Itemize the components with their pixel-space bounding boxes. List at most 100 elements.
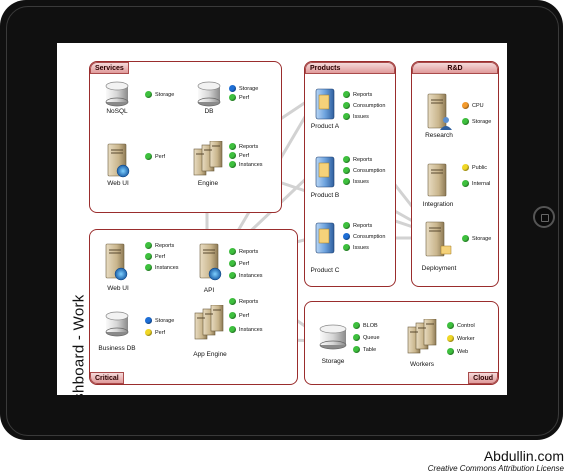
status-label: Reports [353, 223, 373, 229]
cloud-panel-title: Cloud [468, 372, 498, 384]
home-button-icon [541, 214, 549, 222]
integration-node[interactable]: Integration [423, 163, 453, 208]
server-user-icon [427, 93, 452, 130]
status-yellow-icon [145, 329, 152, 337]
server-icon [107, 143, 130, 178]
status-item: Perf [145, 153, 165, 162]
node-label: Business DB [98, 345, 136, 352]
server-icon [199, 243, 222, 281]
database-icon [197, 81, 221, 107]
rnd-panel: R&D [411, 61, 499, 287]
engine-status-list: Reports Perf Instances [229, 143, 263, 170]
api-node[interactable]: API [197, 243, 223, 294]
status-green-icon [447, 322, 454, 330]
tablet-bezel [6, 6, 559, 436]
status-label: Instances [239, 162, 263, 168]
product-c-node[interactable]: Product C [311, 221, 339, 274]
engine-node[interactable]: Engine [193, 140, 223, 187]
status-label: Reports [353, 157, 373, 163]
app-engine-node[interactable]: App Engine [193, 304, 227, 358]
storage-node[interactable]: Storage [319, 323, 347, 365]
status-green-icon [229, 272, 236, 280]
server-cluster-icon [193, 140, 223, 176]
status-green-icon [353, 346, 360, 354]
status-label: Storage [239, 86, 259, 92]
product-b-node[interactable]: Product B [311, 155, 339, 199]
webui-services-node[interactable]: Web UI [105, 143, 131, 187]
status-label: BLOB [363, 323, 378, 329]
home-button[interactable] [533, 206, 555, 228]
status-label: Web [457, 349, 469, 355]
storage-status-list: BLOB Queue Table [353, 320, 380, 356]
product-c-status-list: Reports Consumption Issues [343, 221, 385, 254]
status-item: Control [447, 320, 475, 333]
status-green-icon [229, 326, 236, 334]
status-item: Web [447, 346, 475, 359]
status-item: Perf [229, 258, 263, 270]
status-item: Queue [353, 332, 380, 344]
node-label: Research [425, 132, 453, 139]
product-a-node[interactable]: Product A [311, 87, 339, 130]
status-green-icon [145, 153, 152, 161]
node-label: App Engine [193, 351, 227, 358]
status-label: Issues [353, 245, 369, 251]
server-icon [427, 163, 447, 197]
status-label: Instances [239, 273, 263, 279]
workers-node[interactable]: Workers [407, 318, 437, 368]
deployment-node[interactable]: Deployment [422, 221, 456, 272]
status-item: Table [353, 344, 380, 356]
status-item: Issues [343, 177, 385, 188]
business-db-node[interactable]: Business DB [98, 311, 136, 352]
status-item: Storage [462, 235, 491, 244]
status-item: Perf [229, 309, 263, 323]
webui-critical-status-list: Reports Perf Instances [145, 241, 179, 274]
node-label: Workers [409, 361, 435, 368]
status-label: Perf [239, 313, 250, 319]
status-label: Public [472, 165, 487, 171]
node-label: Web UI [107, 180, 129, 187]
status-label: Reports [353, 92, 373, 98]
status-item: Storage [145, 315, 174, 327]
database-icon [105, 311, 129, 337]
status-label: Storage [472, 119, 492, 125]
status-item: Internal [462, 176, 490, 192]
status-label: Consumption [353, 103, 386, 109]
status-label: Instances [155, 265, 179, 271]
status-green-icon [229, 260, 236, 268]
node-label: Storage [321, 358, 345, 365]
status-item: Public [462, 160, 490, 176]
status-yellow-icon [462, 164, 469, 172]
rnd-panel-title: R&D [412, 62, 498, 74]
research-node[interactable]: Research [425, 93, 453, 139]
status-label: Queue [363, 335, 380, 341]
status-label: CPU [472, 103, 484, 109]
dashboard-screen: Dashboard - Work Services Products R&D C… [57, 43, 507, 395]
node-label: Engine [197, 180, 219, 187]
server-cluster-icon [407, 318, 437, 354]
status-label: Perf [239, 261, 250, 267]
nosql-database-node[interactable]: NoSQL [105, 81, 129, 115]
services-panel-title: Services [90, 62, 129, 74]
db-status-list: Storage Perf [229, 85, 258, 103]
db-database-node[interactable]: DB [197, 81, 221, 115]
status-item: Worker [447, 333, 475, 346]
research-status-list: CPU Storage [462, 98, 491, 130]
webui-services-status-list: Perf [145, 153, 165, 162]
status-label: Perf [155, 254, 166, 260]
status-label: Reports [155, 243, 175, 249]
status-blue-icon [145, 317, 152, 325]
status-item: Instances [229, 270, 263, 282]
webui-critical-node[interactable]: Web UI [103, 243, 129, 292]
status-label: Storage [155, 92, 175, 98]
status-blue-icon [229, 85, 236, 93]
status-label: Perf [239, 95, 250, 101]
status-green-icon [343, 91, 350, 99]
status-label: Perf [239, 153, 250, 159]
status-green-icon [229, 312, 236, 320]
status-green-icon [353, 334, 360, 342]
server-deploy-icon [425, 221, 452, 257]
status-label: Perf [155, 330, 166, 336]
status-green-icon [343, 113, 350, 121]
status-green-icon [229, 248, 236, 256]
status-label: Storage [472, 236, 492, 242]
